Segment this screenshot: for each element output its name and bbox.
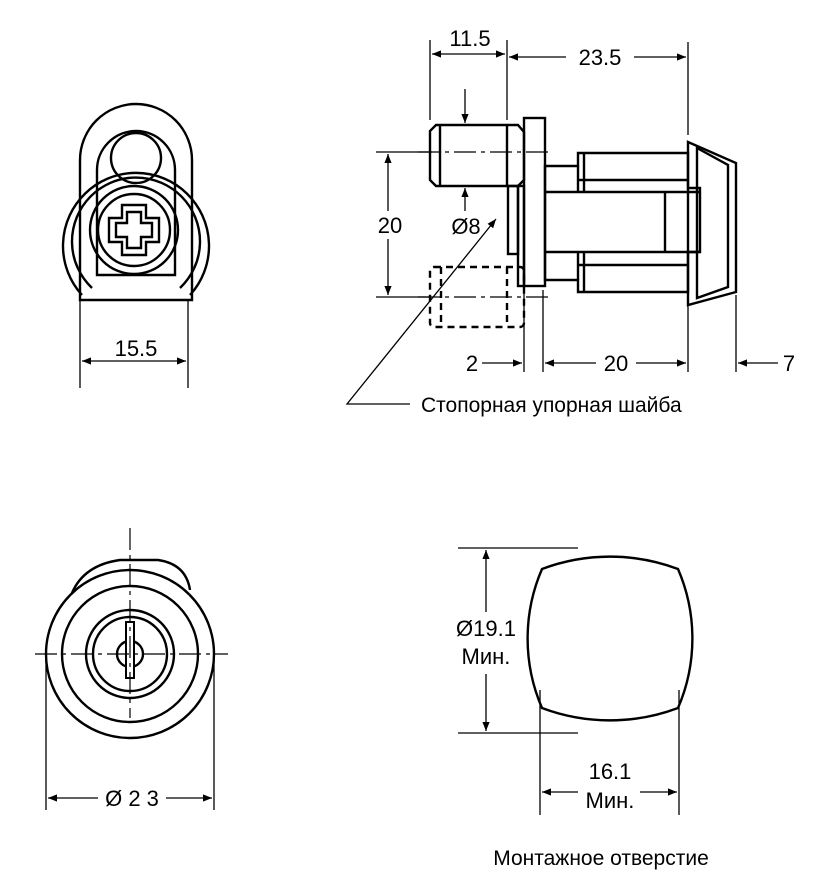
dimension-16-1: 16.1 Мин.	[539, 690, 680, 818]
dim-dia-8-label: Ø8	[451, 214, 480, 239]
dimension-20-length: 20	[545, 305, 689, 376]
dim-16-1-min-label: Мин.	[586, 788, 635, 813]
dim-dia-19-1-label: Ø19.1	[456, 616, 516, 641]
dim-7-label: 7	[783, 351, 795, 376]
dim-dia-23-label: Ø 2 3	[105, 786, 159, 811]
dim-16-1-label: 16.1	[589, 759, 632, 784]
dimension-dia-19-1: Ø19.1 Мин.	[446, 547, 578, 734]
dim-2-label: 2	[466, 351, 478, 376]
dim-20-length-label: 20	[604, 351, 628, 376]
dimension-dia-23: Ø 2 3	[45, 650, 215, 811]
dimension-20-height: 20	[372, 151, 432, 298]
washer-label: Стопорная упорная шайба	[421, 394, 682, 417]
dim-dia-19-1-min-label: Мин.	[462, 644, 511, 669]
rear-view	[61, 102, 211, 302]
centerlines-side	[418, 151, 548, 298]
front-view	[35, 528, 228, 740]
dim-11-5-label: 11.5	[449, 26, 490, 51]
dimension-23-5: 23.5	[509, 42, 689, 135]
dimension-15-5: 15.5	[79, 300, 189, 388]
side-view	[428, 116, 738, 329]
mounting-hole	[526, 555, 694, 722]
dim-20-height-label: 20	[378, 213, 402, 238]
dimension-dia-8: Ø8	[451, 89, 481, 239]
dim-23-5-label: 23.5	[579, 45, 622, 70]
dim-15-5-label: 15.5	[115, 336, 158, 361]
washer-leader: Стопорная упорная шайба	[345, 218, 682, 417]
dimension-11-5: 11.5	[429, 26, 508, 120]
mounting-hole-label: Монтажное отверстие	[493, 847, 709, 870]
dimension-7: 7	[735, 295, 795, 376]
dimension-2: 2	[466, 290, 544, 376]
